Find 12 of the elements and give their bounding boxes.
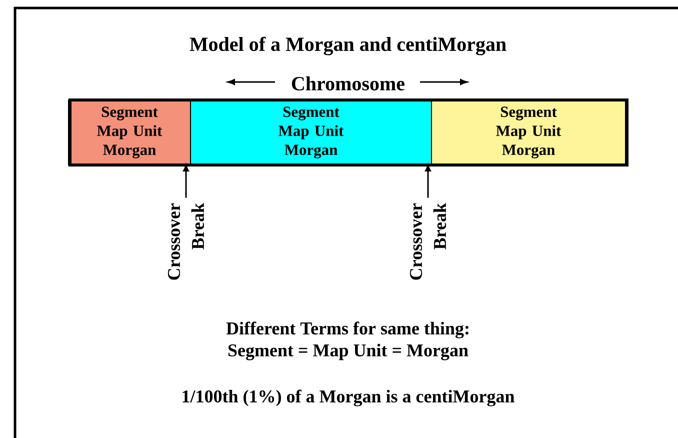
node-label: Chromosome: [292, 76, 405, 90]
segment-box: Segment Map Unit Morgan: [68, 100, 191, 166]
arrow: [183, 164, 189, 198]
arrow: [425, 164, 431, 198]
segment-box: Segment Map Unit Morgan: [431, 100, 626, 166]
segment-box: Segment Map Unit Morgan: [190, 100, 432, 166]
break-label: Crossover Break: [410, 203, 446, 280]
note-text: Different Terms for same thing:: [226, 322, 468, 338]
title: Model of a Morgan and centiMorgan: [190, 36, 506, 56]
note-text: 1/100th (1%) of a Morgan is a centiMorgan: [182, 390, 514, 406]
note-text: Segment = Map Unit = Morgan: [228, 344, 468, 360]
break-label: Crossover Break: [168, 203, 204, 280]
